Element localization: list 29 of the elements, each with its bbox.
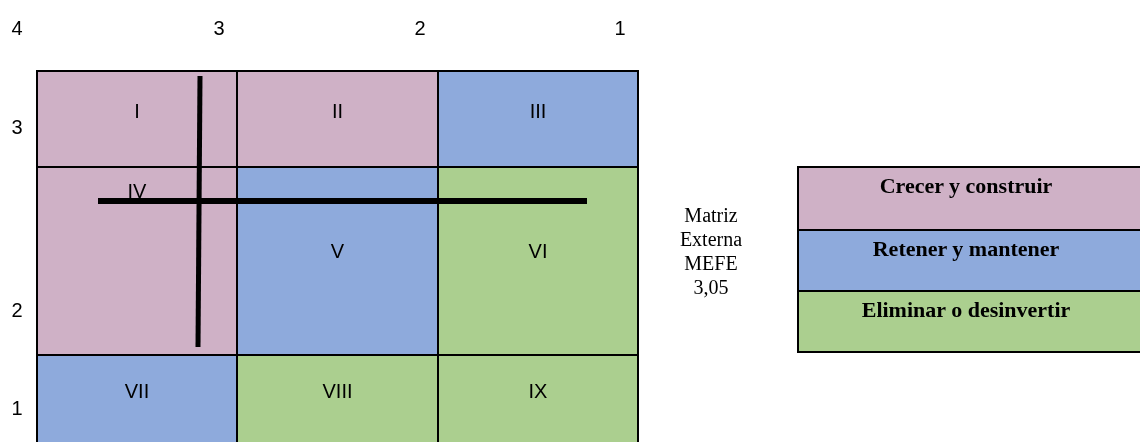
axis-value: 2 (11, 300, 23, 320)
cell-label: IV (126, 179, 148, 204)
matrix-cell (236, 354, 439, 442)
legend-label: Retener y mantener (871, 235, 1061, 263)
axis-value: 1 (11, 398, 23, 418)
cell-label: V (329, 239, 346, 264)
axis-value: 3 (11, 117, 23, 137)
matrix-cell (236, 70, 439, 168)
axis-value: 2 (414, 18, 426, 38)
matrix-cell (437, 70, 639, 168)
cell-label: VII (123, 379, 151, 404)
matrix-note: Matriz Externa MEFE 3,05 (678, 203, 744, 299)
cell-label: III (528, 99, 548, 124)
matrix-cell (36, 354, 238, 442)
matrix-cell (437, 166, 639, 356)
cell-label: VI (527, 239, 549, 264)
cell-label: II (330, 99, 345, 124)
axis-value: 4 (11, 18, 23, 38)
matrix-cell (36, 70, 238, 168)
cell-label: I (133, 99, 141, 124)
cell-label: VIII (321, 379, 354, 404)
legend-label: Crecer y construir (878, 172, 1054, 200)
matrix-cell (437, 354, 639, 442)
matrix-cell (236, 166, 439, 356)
legend-label: Eliminar o desinvertir (860, 296, 1072, 324)
axis-value: 3 (213, 18, 225, 38)
matrix-cell (36, 166, 238, 356)
cell-label: IX (527, 379, 549, 404)
axis-value: 1 (614, 18, 626, 38)
